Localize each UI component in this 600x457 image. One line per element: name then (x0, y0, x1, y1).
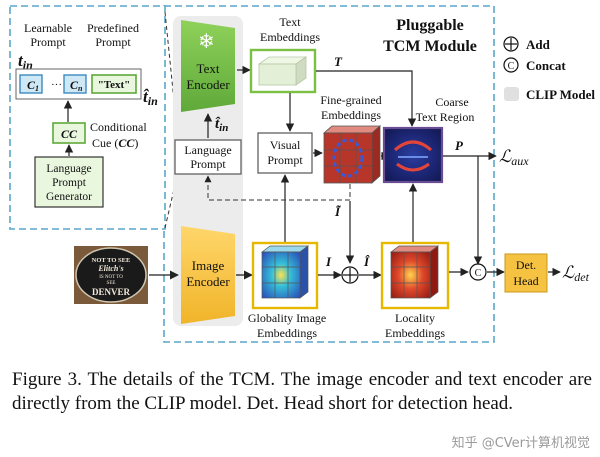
token-dots: ··· (51, 79, 62, 91)
lpg-label-3: Generator (46, 191, 92, 203)
image-encoder-label-2: Encoder (186, 274, 230, 289)
concat-node: C (469, 263, 487, 281)
token-c1-label: C1 (27, 78, 39, 93)
visual-prompt-label-1: Visual (270, 138, 301, 152)
token-cn-label: Cn (70, 78, 83, 93)
coarse-region-label-1: Coarse (435, 95, 468, 109)
text-encoder-label-2: Encoder (186, 77, 230, 92)
token-c1 (19, 74, 43, 94)
locality-label-2: Embeddings (385, 326, 445, 340)
conditional-cue-label-2: Cue (CC) (92, 136, 138, 150)
text-embeddings-cube (257, 56, 308, 86)
input-image-text-1: NOT TO SEE (92, 257, 131, 264)
language-prompt-label-2: Prompt (190, 157, 226, 171)
t-hat-in-label: t̂in (143, 87, 158, 108)
I-tilde-label: Ĩ (334, 204, 341, 219)
concat-legend-icon (503, 57, 519, 73)
detection-head (504, 253, 548, 293)
conditional-cue-box (52, 122, 86, 144)
I-hat-label: Î (363, 254, 370, 269)
text-encoder-label-1: Text (197, 61, 220, 76)
coarse-text-region (382, 126, 444, 184)
fine-grained-embeddings (322, 125, 382, 184)
conditional-cue-box-label: CC (61, 127, 78, 141)
tcm-diagram: Pluggable TCM Module Add C Concat CLIP M… (9, 5, 595, 343)
token-cn (63, 74, 87, 94)
loss-aux-label: ℒaux (499, 147, 529, 168)
input-image: NOT TO SEE Elitch's IS NOT TO SEE DENVER (74, 246, 148, 304)
concat-legend-label: Concat (526, 58, 566, 73)
det-head-label-2: Head (513, 274, 538, 288)
coarse-region-label-2: Text Region (416, 110, 475, 124)
learnable-prompt-label-2: Prompt (30, 35, 66, 49)
predefined-prompt-label-1: Predefined (87, 21, 139, 35)
text-encoder (181, 20, 235, 112)
lpg-label-2: Prompt (52, 177, 87, 189)
input-image-text-5: DENVER (92, 287, 131, 297)
conditional-cue-label-1: Conditional (90, 120, 147, 134)
lpg-label-1: Language (46, 163, 91, 175)
concat-node-symbol: C (475, 268, 482, 279)
fine-grained-label-2: Embeddings (321, 108, 381, 122)
globality-embeddings-cube (260, 245, 310, 299)
figure-caption: Figure 3. The details of the TCM. The im… (12, 369, 592, 414)
image-encoder (181, 226, 235, 324)
image-encoder-label-1: Image (192, 258, 225, 273)
T-label: T (334, 54, 343, 69)
visual-prompt-label-2: Prompt (267, 153, 303, 167)
token-text (91, 74, 137, 94)
loss-det-label: ℒdet (562, 263, 590, 284)
visual-prompt-box (257, 132, 313, 174)
P-label: P (455, 138, 464, 153)
locality-label-1: Locality (395, 311, 435, 325)
concat-legend-symbol: C (508, 61, 515, 72)
det-head-label-1: Det. (516, 258, 536, 272)
language-prompt-label-1: Language (184, 143, 231, 157)
globality-label-1: Globality Image (248, 311, 326, 325)
tcm-module-frame (163, 5, 495, 343)
I-label: I (325, 254, 332, 269)
watermark: 知乎 @CVer计算机视觉 (451, 436, 590, 451)
text-embeddings-label-2: Embeddings (260, 30, 320, 44)
feedback-dashed-line (204, 175, 351, 201)
prompt-token-bracket (15, 68, 142, 100)
predefined-prompt-label-2: Prompt (95, 35, 131, 49)
module-title-line2: TCM Module (383, 38, 477, 55)
add-legend-label: Add (526, 37, 551, 52)
input-image-text-2: Elitch's (97, 264, 123, 273)
add-node (341, 266, 359, 284)
clip-legend-swatch (504, 87, 519, 101)
learnable-prompt-label-1: Learnable (24, 21, 72, 35)
token-text-label: "Text" (98, 79, 131, 91)
t-in-label: tin (18, 51, 33, 72)
module-title-line1: Pluggable (396, 17, 464, 34)
input-image-text-4: SEE (107, 281, 116, 286)
text-embeddings-label-1: Text (279, 15, 301, 29)
language-prompt-generator (34, 156, 104, 208)
clip-legend-label: CLIP Model (526, 87, 595, 102)
input-image-text-3: IS NOT TO (99, 275, 123, 280)
fine-grained-label-1: Fine-grained (320, 93, 381, 107)
globality-label-2: Embeddings (257, 326, 317, 340)
t-hat-in-mid: t̂in (215, 116, 229, 134)
language-prompt-box (174, 139, 242, 175)
zoom-line-bottom (164, 171, 179, 229)
locality-embeddings-cube (389, 245, 440, 299)
snowflake-icon: ❄ (198, 31, 215, 53)
